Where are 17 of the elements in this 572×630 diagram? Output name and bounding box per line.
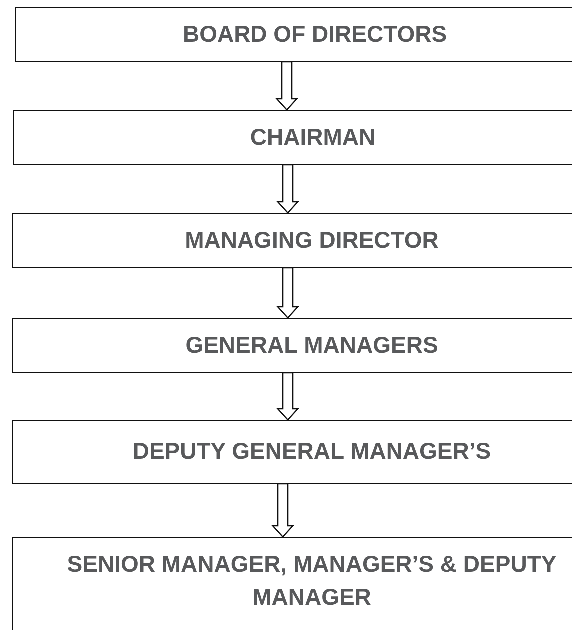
rank-box <box>12 537 572 630</box>
rank-box <box>12 420 572 484</box>
block-arrow <box>276 164 300 214</box>
block-arrow <box>276 372 300 421</box>
rank-box <box>12 318 572 373</box>
block-arrow <box>276 61 298 111</box>
block-arrow <box>272 483 294 538</box>
rank-title: MANAGING DIRECTOR <box>184 226 440 255</box>
rank-box <box>15 7 572 62</box>
rank-title: DEPUTY GENERAL MANAGER’S <box>132 437 492 466</box>
rank-box <box>12 213 572 268</box>
block-arrow <box>276 267 300 319</box>
rank-title: BOARD OF DIRECTORS <box>182 20 448 49</box>
rank-title: GENERAL MANAGERS <box>184 330 440 360</box>
rank-title: CHAIRMAN <box>249 122 377 152</box>
rank-box <box>13 110 572 165</box>
rank-title: SENIOR MANAGER, MANAGER’S & DEPUTY MANAGER <box>66 550 558 612</box>
